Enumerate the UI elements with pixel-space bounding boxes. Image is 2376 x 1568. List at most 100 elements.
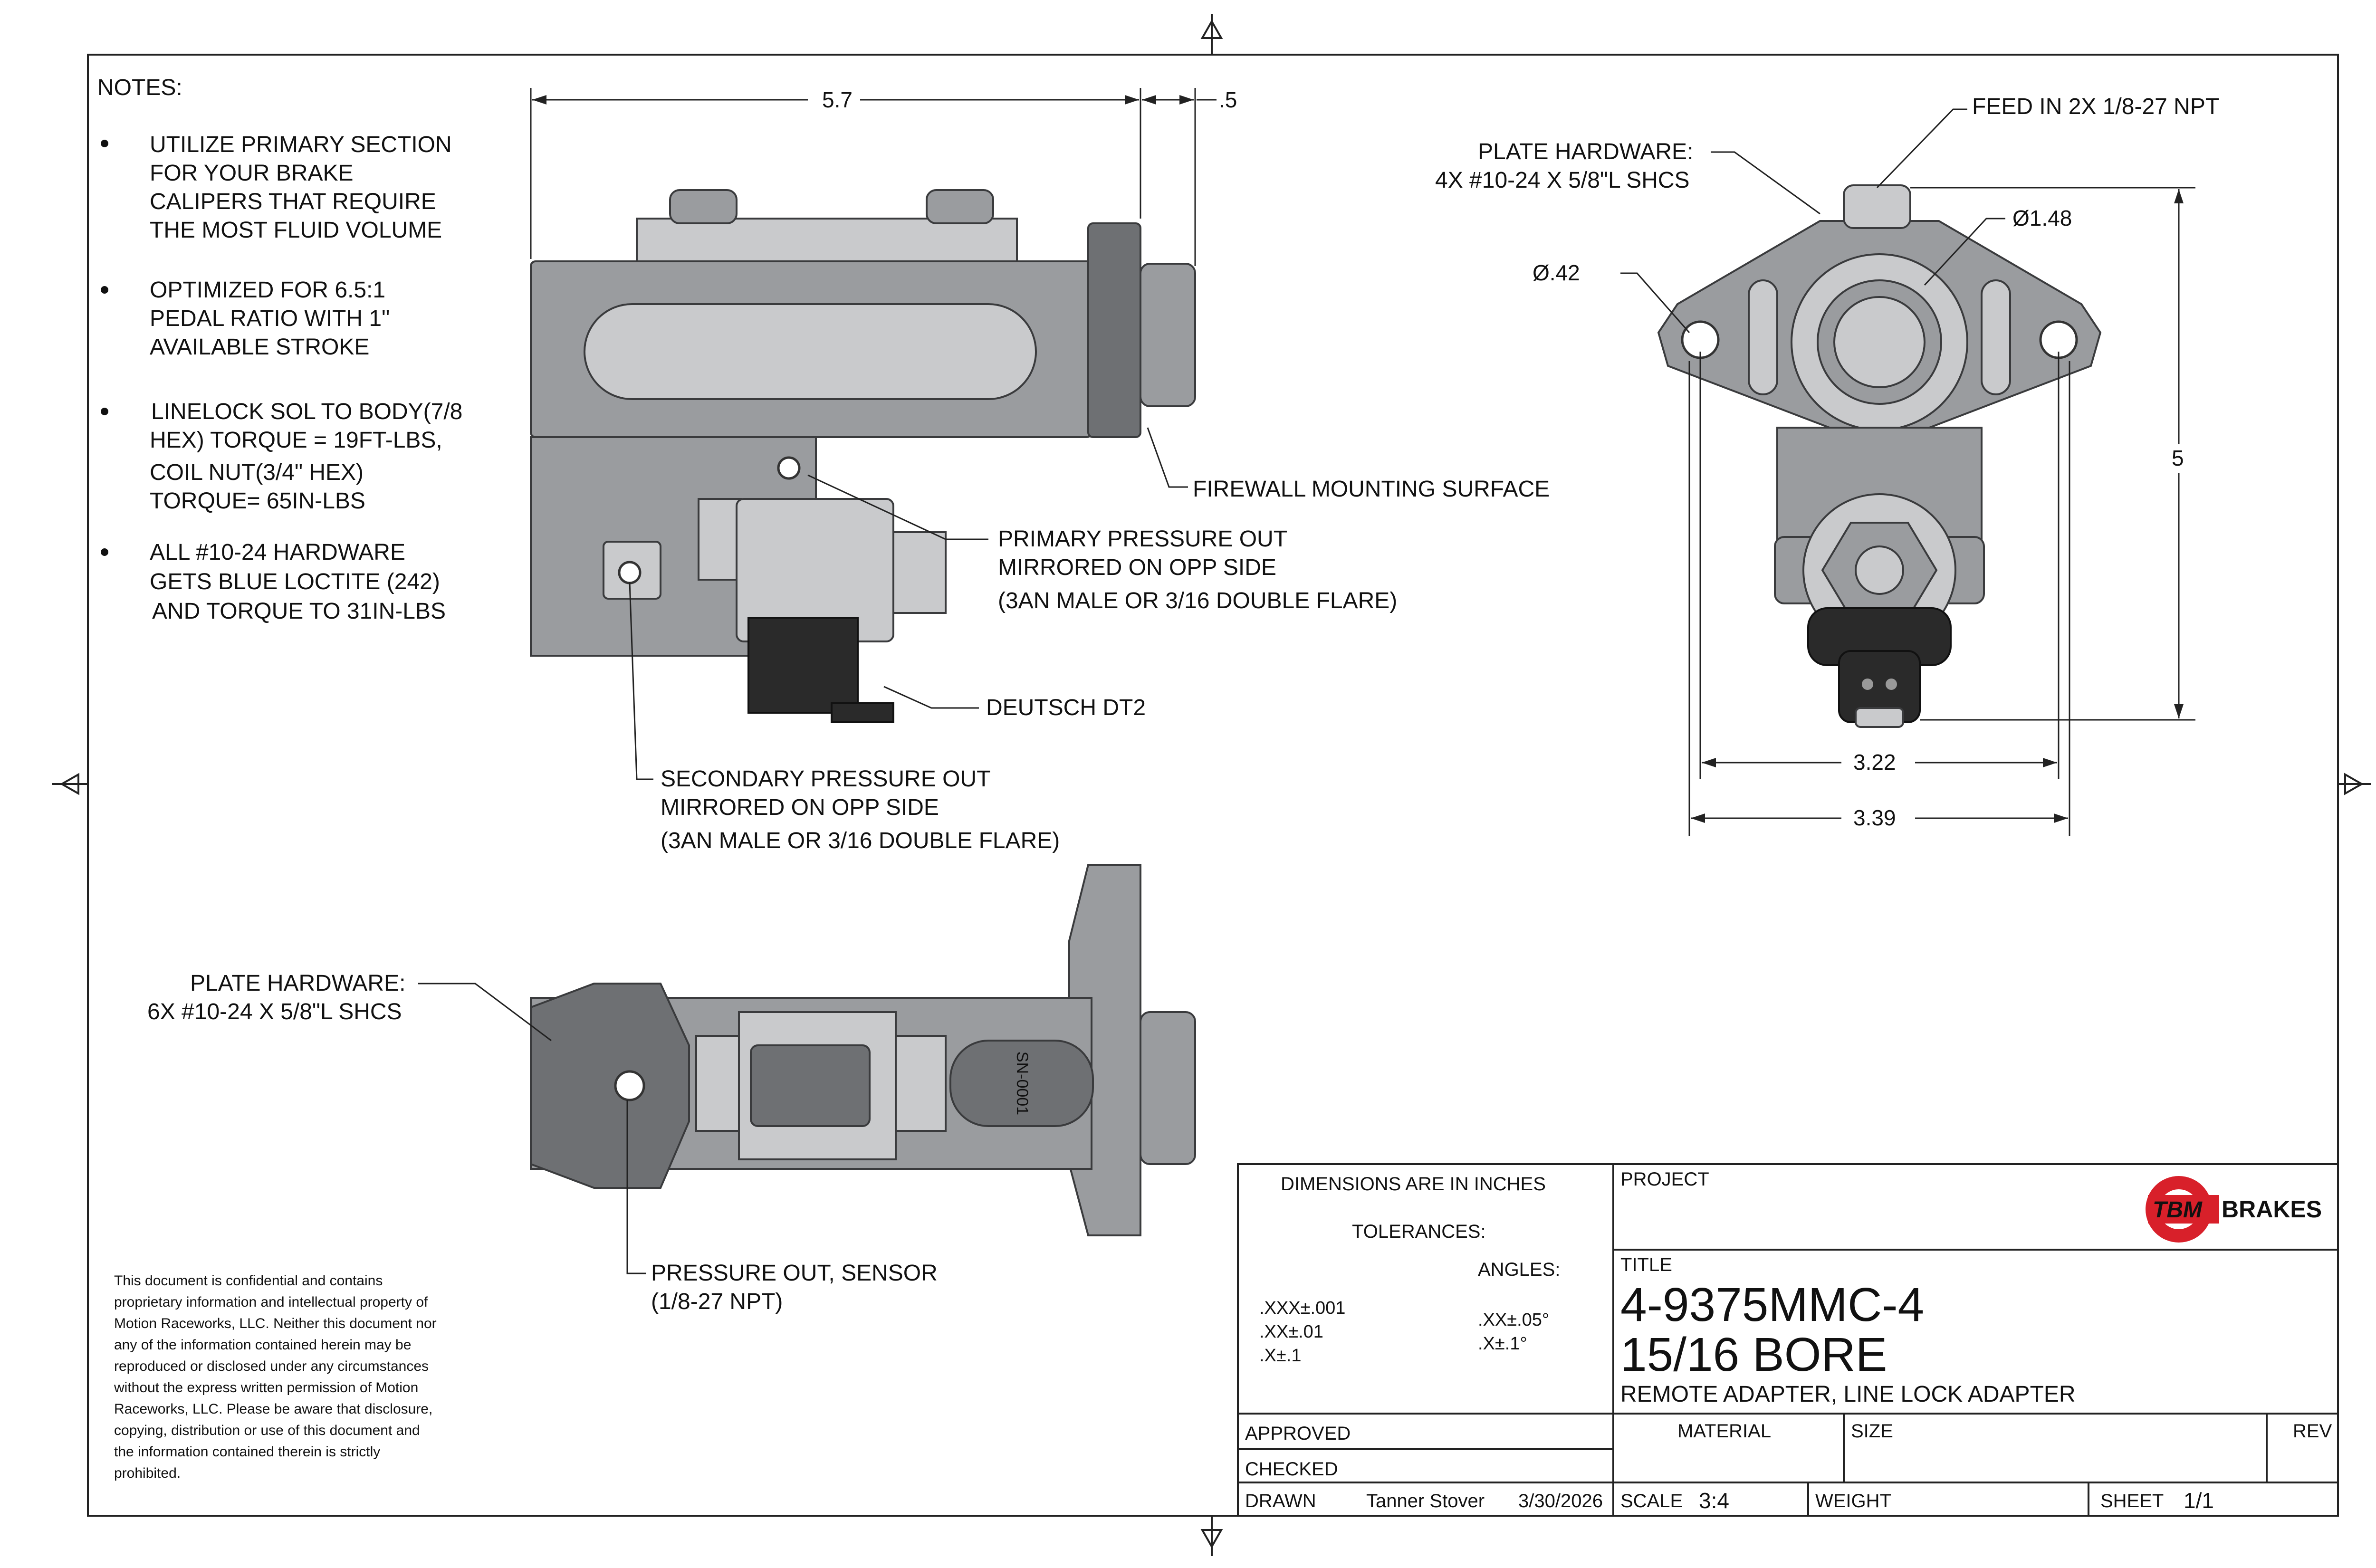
note-line: OPTIMIZED FOR 6.5:1: [150, 277, 385, 303]
callout-plate-hw-bottom-1: PLATE HARDWARE:: [190, 971, 405, 996]
callout-primary-2: MIRRORED ON OPP SIDE: [998, 555, 1276, 580]
side-connector: [747, 617, 859, 714]
note-line: AVAILABLE STROKE: [150, 335, 369, 360]
confidential-notice: This document is confidential and contai…: [114, 1273, 437, 1481]
side-port-secondary: [618, 561, 642, 584]
callout-primary-3: (3AN MALE OR 3/16 DOUBLE FLARE): [998, 588, 1397, 613]
callout-secondary-1: SECONDARY PRESSURE OUT: [661, 766, 990, 792]
note-line: UTILIZE PRIMARY SECTION: [150, 132, 452, 157]
confidential-line: copying, distribution or use of this doc…: [114, 1423, 420, 1438]
material-label: MATERIAL: [1677, 1421, 1771, 1442]
drawn-date: 3/30/2026: [1518, 1491, 1603, 1511]
side-port-primary: [777, 456, 801, 480]
part-number: 4-9375MMC-4: [1620, 1278, 1924, 1331]
checked-label: CHECKED: [1245, 1459, 1338, 1480]
confidential-line: proprietary information and intellectual…: [114, 1294, 428, 1310]
side-dimensions: 5.7 .5: [530, 87, 1237, 266]
confidential-line: reproduced or disclosed under any circum…: [114, 1358, 429, 1374]
callout-firewall: FIREWALL MOUNTING SURFACE: [1193, 477, 1550, 502]
dims-in-inches: DIMENSIONS ARE IN INCHES: [1281, 1174, 1546, 1195]
note-line: CALIPERS THAT REQUIRE: [150, 189, 436, 214]
dim-hole-dia: Ø.42: [1533, 260, 1580, 285]
note-line: THE MOST FLUID VOLUME: [150, 218, 442, 243]
confidential-line: the information contained therein is str…: [114, 1444, 380, 1460]
note-line: ALL #10-24 HARDWARE: [150, 540, 405, 565]
approved-label: APPROVED: [1245, 1423, 1351, 1444]
callout-sensor-1: PRESSURE OUT, SENSOR: [651, 1261, 938, 1286]
confidential-line: prohibited.: [114, 1465, 181, 1481]
front-solenoid-nut: [1855, 545, 1904, 595]
scale-label: SCALE: [1620, 1491, 1683, 1511]
dim-side-length: 5.7: [822, 87, 853, 112]
note-line: TORQUE= 65IN-LBS: [150, 488, 365, 514]
tolerances-label: TOLERANCES:: [1352, 1221, 1486, 1242]
bottom-fitting-right: [895, 1035, 947, 1132]
note-line: AND TORQUE TO 31IN-LBS: [152, 599, 446, 624]
front-connector-latch: [1855, 707, 1904, 728]
side-view: 5.7 .5 FIREWALL MOUNTING SURFACE PRIMARY…: [530, 87, 1550, 853]
side-connector-latch: [831, 702, 894, 723]
confidential-line: Raceworks, LLC. Please be aware that dis…: [114, 1401, 432, 1417]
confidential-line: This document is confidential and contai…: [114, 1273, 383, 1289]
callout-feed-in: FEED IN 2X 1/8-27 NPT: [1972, 94, 2219, 119]
bottom-end-cap: [530, 983, 690, 1189]
side-top-boss-left: [669, 189, 738, 224]
front-dimensions: 5 3.22 3.39 Ø1.48 Ø.42: [1533, 187, 2195, 836]
note-3: LINELOCK SOL TO BODY(7/8 HEX) TORQUE = 1…: [101, 399, 462, 514]
tol-1-place: .X±.1: [1259, 1346, 1301, 1366]
bottom-view: SN-0001 PLATE HARDWARE: 6X #10-24 X 5/8"…: [147, 864, 1196, 1314]
confidential-line: without the express written permission o…: [114, 1380, 418, 1396]
bottom-engraving-pad: [949, 1040, 1094, 1127]
project-label: PROJECT: [1620, 1169, 1709, 1190]
part-bore: 15/16 BORE: [1620, 1328, 1887, 1381]
front-bore-inner: [1833, 296, 1926, 388]
dim-bore-dia: Ø1.48: [2012, 206, 2072, 230]
callout-deutsch: DEUTSCH DT2: [986, 695, 1146, 720]
side-inlet-boss: [1140, 263, 1196, 407]
logo-text-a: TBM: [2153, 1197, 2203, 1223]
angles-label: ANGLES:: [1478, 1259, 1560, 1280]
title-label: TITLE: [1620, 1254, 1672, 1275]
confidential-line: Motion Raceworks, LLC. Neither this docu…: [114, 1316, 437, 1331]
confidential-line: any of the information contained herein …: [114, 1337, 411, 1353]
notes-block: NOTES: UTILIZE PRIMARY SECTION FOR YOUR …: [97, 75, 462, 624]
side-fitting-left: [698, 498, 742, 581]
side-top-boss-right: [926, 189, 994, 224]
callout-plate-hw-front-2: 4X #10-24 X 5/8"L SHCS: [1435, 168, 1690, 193]
drawn-label: DRAWN: [1245, 1491, 1316, 1511]
note-1: UTILIZE PRIMARY SECTION FOR YOUR BRAKE C…: [101, 132, 452, 243]
side-bore-window: [584, 303, 1037, 400]
note-line: GETS BLUE LOCTITE (242): [150, 569, 440, 594]
note-line: HEX) TORQUE = 19FT-LBS,: [150, 428, 442, 453]
sheet-label: SHEET: [2100, 1491, 2164, 1511]
note-2: OPTIMIZED FOR 6.5:1 PEDAL RATIO WITH 1" …: [101, 277, 390, 360]
drawn-by: Tanner Stover: [1366, 1491, 1485, 1511]
title-block: DIMENSIONS ARE IN INCHES TOLERANCES: ANG…: [1237, 1163, 2339, 1517]
scale-value: 3:4: [1699, 1488, 1729, 1513]
note-4: ALL #10-24 HARDWARE GETS BLUE LOCTITE (2…: [101, 540, 446, 624]
size-label: SIZE: [1851, 1421, 1893, 1442]
bottom-fitting-left: [695, 1035, 740, 1132]
weight-label: WEIGHT: [1815, 1491, 1891, 1511]
rev-label: REV: [2293, 1421, 2332, 1442]
callout-sensor-2: (1/8-27 NPT): [651, 1289, 783, 1314]
dim-front-height: 5: [2172, 446, 2184, 470]
bottom-connector: [750, 1044, 871, 1127]
sheet-value: 1/1: [2184, 1488, 2214, 1513]
front-top-boss: [1843, 184, 1911, 229]
dim-front-width-outer: 3.39: [1853, 805, 1896, 830]
front-slot-left: [1748, 279, 1778, 395]
note-line: LINELOCK SOL TO BODY(7/8: [151, 399, 462, 424]
front-slot-right: [1981, 279, 2011, 395]
note-line: FOR YOUR BRAKE: [150, 161, 354, 186]
tol-2-place: .XX±.01: [1259, 1322, 1323, 1342]
callout-secondary-2: MIRRORED ON OPP SIDE: [661, 795, 939, 820]
callout-primary-1: PRIMARY PRESSURE OUT: [998, 526, 1287, 552]
side-flange: [1087, 222, 1141, 438]
part-description: REMOTE ADAPTER, LINE LOCK ADAPTER: [1620, 1382, 2076, 1407]
company-logo: TBM BRAKES: [2146, 1176, 2322, 1243]
bottom-sensor-port: [614, 1070, 645, 1101]
side-fitting-right: [892, 531, 947, 614]
callout-secondary-3: (3AN MALE OR 3/16 DOUBLE FLARE): [661, 828, 1060, 853]
